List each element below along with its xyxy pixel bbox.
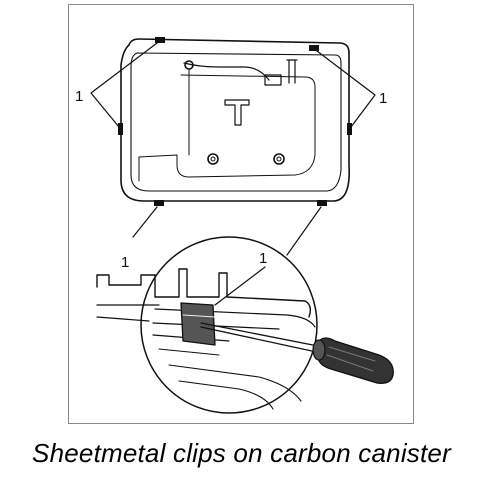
canister-diagram: 1 1 1 1 [75,37,394,414]
clip-right [347,123,352,135]
leader-detail [132,206,158,238]
port-right [273,153,285,165]
detail-rail [96,274,156,288]
screwdriver-shaft [200,322,324,354]
clip-top-right [309,45,319,51]
callout-detail-clip: 1 [259,250,267,267]
clip-left [118,123,123,135]
clip-bottom-left [154,200,164,206]
bracket [224,99,250,126]
diagram-frame: 1 1 1 1 [68,4,414,424]
callout-detail-left: 1 [121,254,129,271]
canister-panel [138,74,316,178]
leader-top-right [316,50,376,128]
hose [183,62,270,81]
connector-pins [286,59,298,84]
leader-clip [214,266,266,306]
canister-inner-rim [130,52,342,192]
leader-top-left [90,42,158,128]
clip-bottom-right [317,200,327,206]
detail-circle [140,236,318,414]
figure-caption: Sheetmetal clips on carbon canister [32,438,451,468]
leader-detail-right [286,206,322,256]
clip-top-left [155,37,165,43]
sheetmetal-clip [180,302,216,346]
connector [264,74,282,86]
canister-outline [120,38,351,202]
callout-top-left: 1 [75,88,83,105]
port-left [207,153,219,165]
screwdriver-handle [316,337,394,384]
callout-top-right: 1 [379,90,387,107]
